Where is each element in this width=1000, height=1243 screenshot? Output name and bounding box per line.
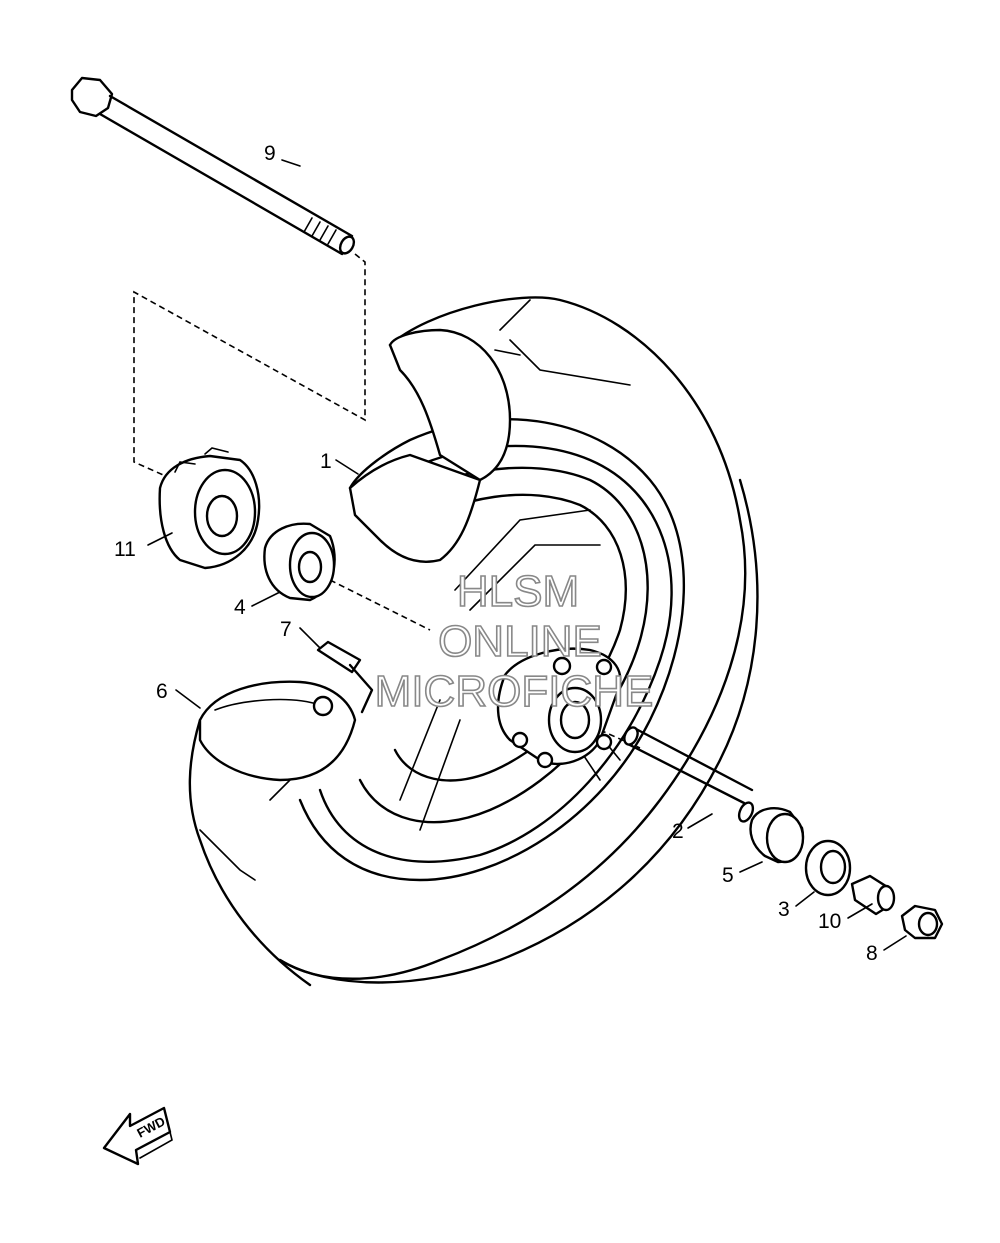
leader-lines: [147, 159, 907, 951]
callout-5: 5: [722, 864, 734, 887]
watermark-line-2: ONLINE: [438, 617, 602, 666]
watermark: HLSM ONLINE MICROFICHE: [374, 566, 654, 717]
callout-3: 3: [778, 898, 790, 921]
bearing-3: [804, 839, 852, 897]
hub: [312, 647, 622, 769]
speedometer-gear-unit: [158, 447, 261, 570]
callout-11: 11: [114, 538, 136, 561]
callout-6: 6: [156, 680, 168, 703]
watermark-line-1: HLSM: [457, 567, 579, 616]
valve-stem: [316, 640, 374, 714]
bearing-4: [263, 522, 336, 602]
axle-nut: [900, 904, 944, 940]
callout-7: 7: [280, 618, 292, 641]
collar: [850, 874, 896, 916]
callout-8: 8: [866, 942, 878, 965]
callout-2: 2: [672, 820, 684, 843]
watermark-line-3: MICROFICHE: [375, 667, 654, 716]
callout-10: 10: [818, 910, 841, 933]
callout-1: 1: [320, 450, 332, 473]
callout-4: 4: [234, 596, 246, 619]
axle-spacer: [623, 726, 755, 823]
assembly-guide-lines: [133, 253, 641, 749]
callout-labels: 9 1 11 4 7 6 2 5 3 10 8: [114, 142, 878, 965]
forward-arrow-icon: FWD: [102, 1106, 173, 1166]
spacer-5: [749, 807, 805, 864]
axle-shaft: [70, 76, 356, 256]
callout-9: 9: [264, 142, 276, 165]
